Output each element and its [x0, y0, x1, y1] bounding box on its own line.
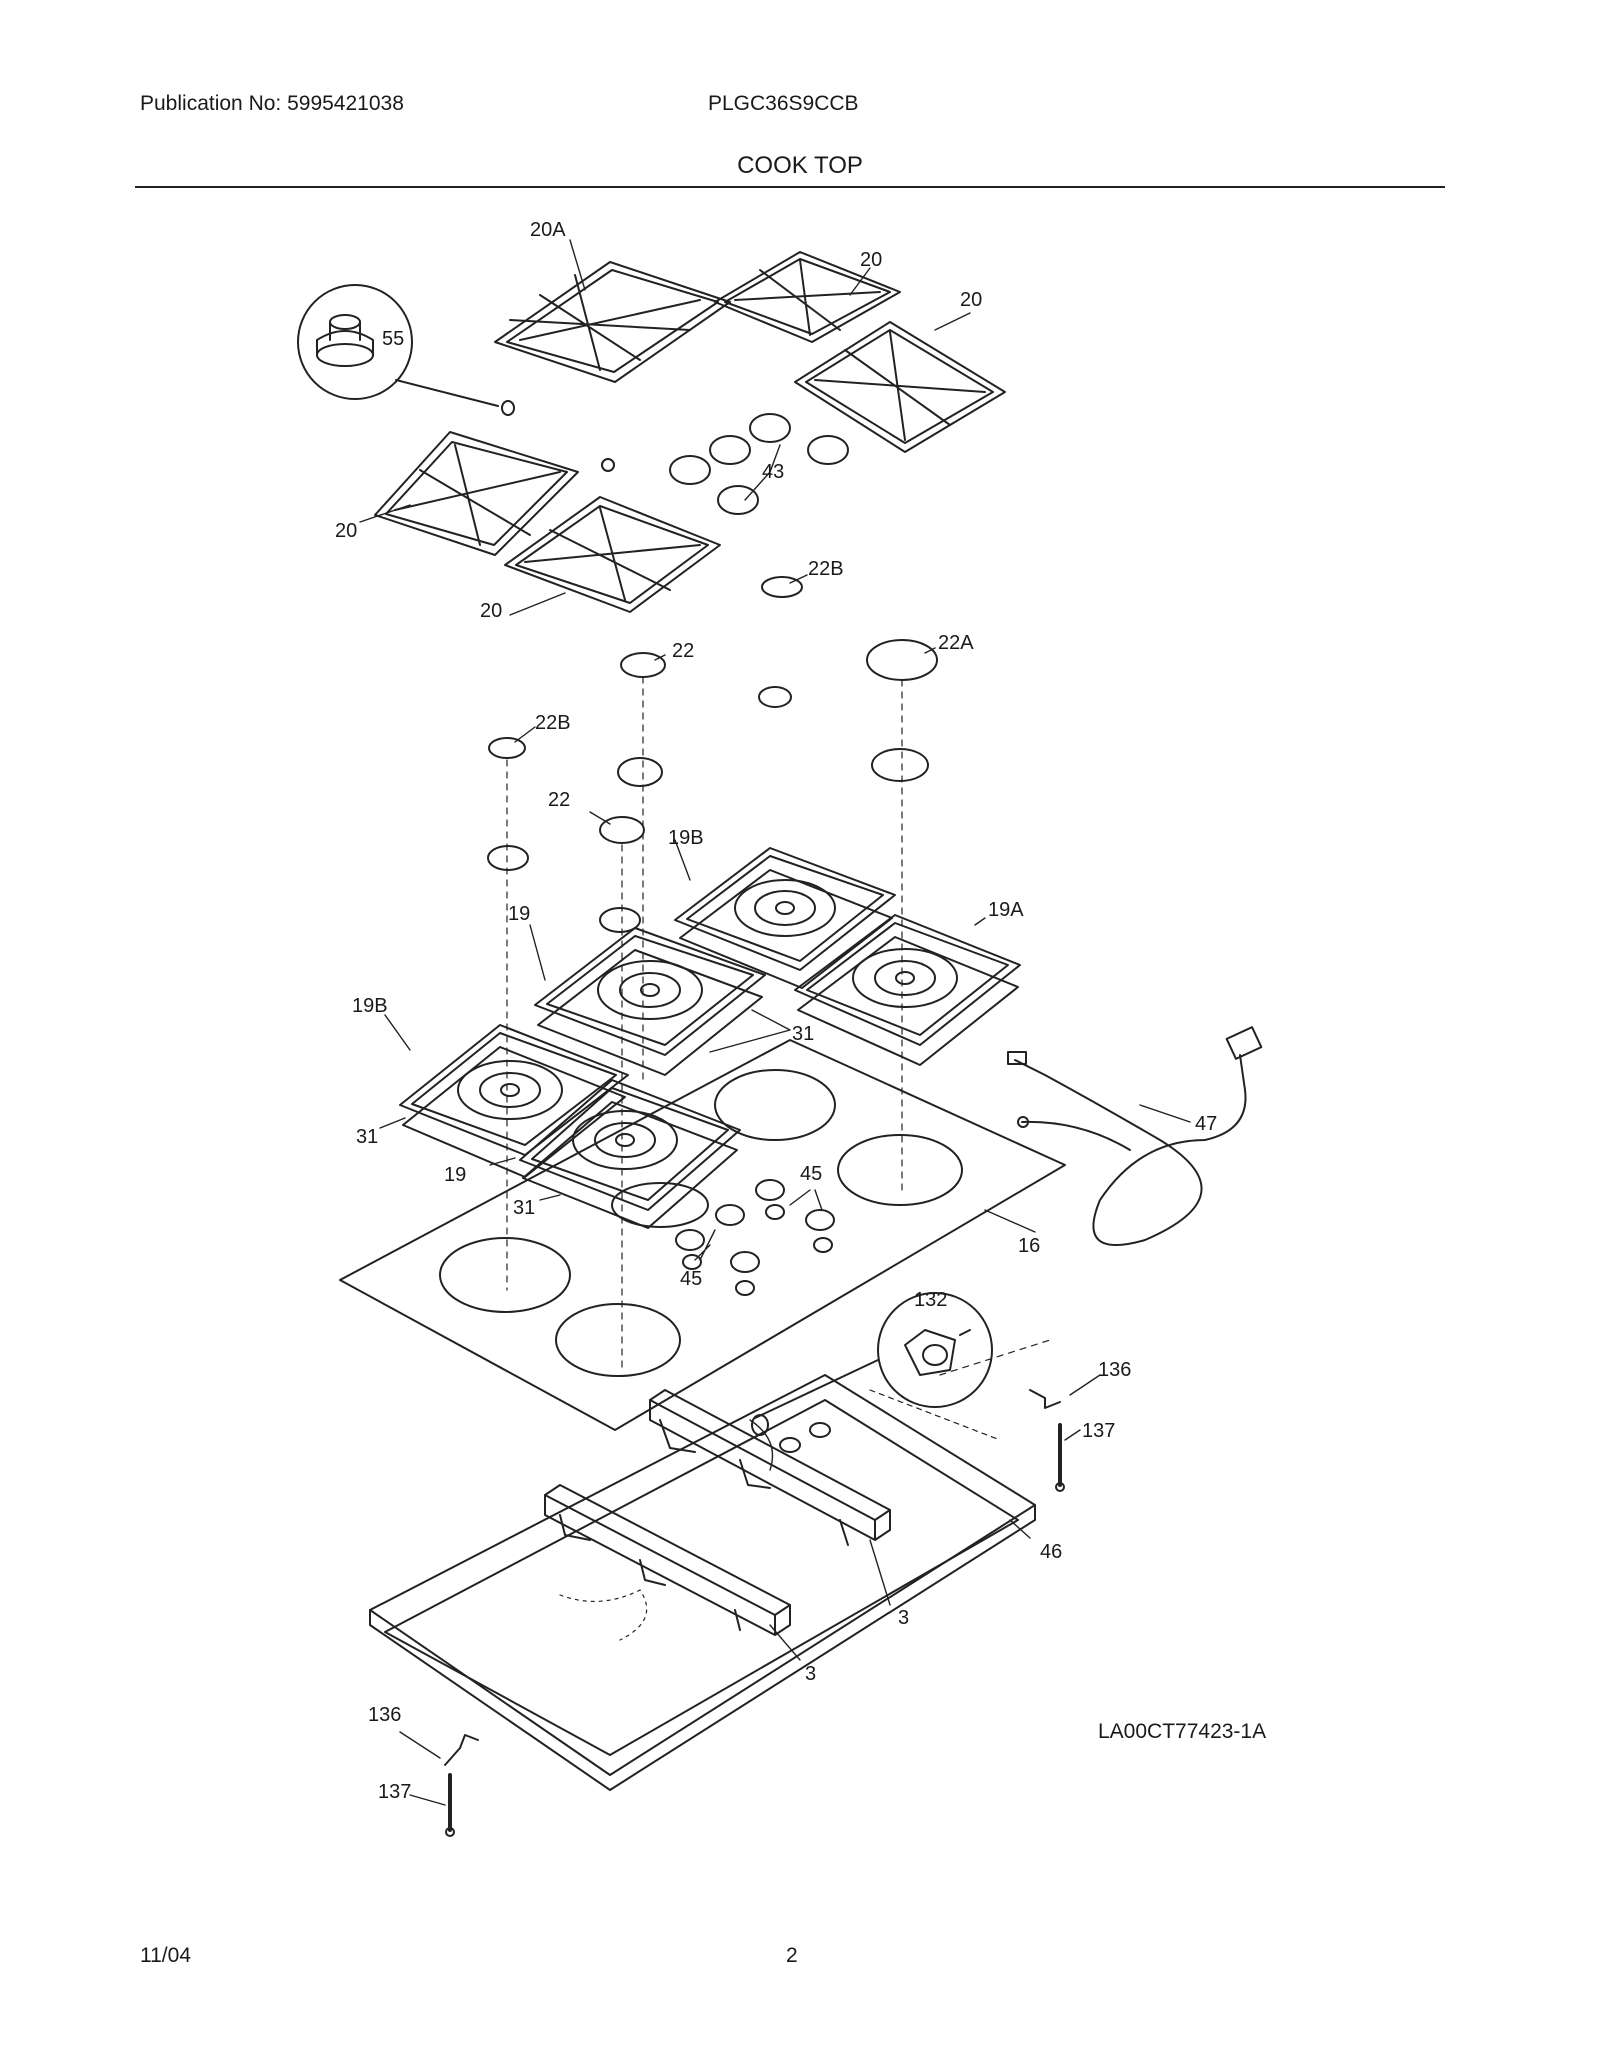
callout-31: 31: [513, 1197, 535, 1219]
grate-20-top-middle: [714, 251, 901, 343]
callout-136: 136: [1098, 1359, 1131, 1381]
callout-45: 45: [800, 1163, 822, 1185]
callout-31: 31: [356, 1126, 378, 1148]
callout-20: 20: [960, 289, 982, 311]
alignment-lines: [506, 676, 1051, 1376]
callout-55: 55: [382, 328, 404, 350]
callout-22B: 22B: [535, 712, 571, 734]
callout-45: 45: [680, 1268, 702, 1290]
power-cord-47: [1007, 1026, 1263, 1246]
callout-labels: 20A 20 20 20 20 55 43 22B 22 22A 22B 22 …: [335, 219, 1217, 1803]
burner-bowl-19-middle: [534, 927, 766, 1076]
support-bracket-3-front: [544, 1484, 791, 1636]
burner-bowl-19B-back: [674, 847, 896, 989]
control-knobs-43: [601, 413, 849, 515]
support-bracket-3-back: [649, 1389, 891, 1546]
callout-20: 20: [335, 520, 357, 542]
callout-137: 137: [1082, 1420, 1115, 1442]
grate-20A: [494, 261, 731, 383]
callout-20A: 20A: [530, 219, 566, 241]
callout-20: 20: [480, 600, 502, 622]
callout-43: 43: [762, 461, 784, 483]
callout-22: 22: [672, 640, 694, 662]
cooktop-panel-16: [339, 1039, 1066, 1431]
callout-136: 136: [368, 1704, 401, 1726]
grate-20-left: [374, 431, 579, 556]
burner-bowl-19B-left: [399, 1024, 629, 1178]
spark-module-detail-132: [754, 1292, 993, 1419]
callout-22B: 22B: [808, 558, 844, 580]
callout-31: 31: [792, 1023, 814, 1045]
callout-22: 22: [548, 789, 570, 811]
callout-3: 3: [805, 1663, 816, 1685]
callout-22A: 22A: [938, 632, 974, 654]
clip-136-left: [444, 1734, 479, 1766]
clip-136-right: [1029, 1389, 1061, 1409]
callout-16: 16: [1018, 1235, 1040, 1257]
burner-bowl-19-front: [519, 1079, 741, 1229]
model-number: PLGC36S9CCB: [708, 92, 859, 115]
callout-19B: 19B: [352, 995, 388, 1017]
publication-date: 11/04: [140, 1944, 191, 1967]
burner-bowl-19A: [794, 914, 1021, 1066]
callout-132: 132: [914, 1289, 947, 1311]
callout-47: 47: [1195, 1113, 1217, 1135]
callout-19B: 19B: [668, 827, 704, 849]
screw-137-right: [1055, 1423, 1065, 1492]
callout-137: 137: [378, 1781, 411, 1803]
callout-46: 46: [1040, 1541, 1062, 1563]
callout-20: 20: [860, 249, 882, 271]
screw-137-left: [445, 1773, 455, 1837]
page-number: 2: [786, 1944, 798, 1967]
section-title: COOK TOP: [737, 152, 863, 179]
callout-19: 19: [508, 903, 530, 925]
leader-lines: [359, 239, 1191, 1806]
burner-box-46: [369, 1374, 1036, 1791]
callout-19: 19: [444, 1164, 466, 1186]
grate-20-front: [504, 496, 721, 613]
callout-19A: 19A: [988, 899, 1024, 921]
diagram-reference-code: LA00CT77423-1A: [1098, 1720, 1267, 1743]
callout-3: 3: [898, 1607, 909, 1629]
header-rule: [135, 186, 1445, 188]
publication-number: Publication No: 5995421038: [140, 92, 404, 115]
burner-heads: [487, 686, 929, 933]
knob-cap-detail-55: [297, 284, 515, 416]
grate-20-top-right: [794, 321, 1006, 453]
